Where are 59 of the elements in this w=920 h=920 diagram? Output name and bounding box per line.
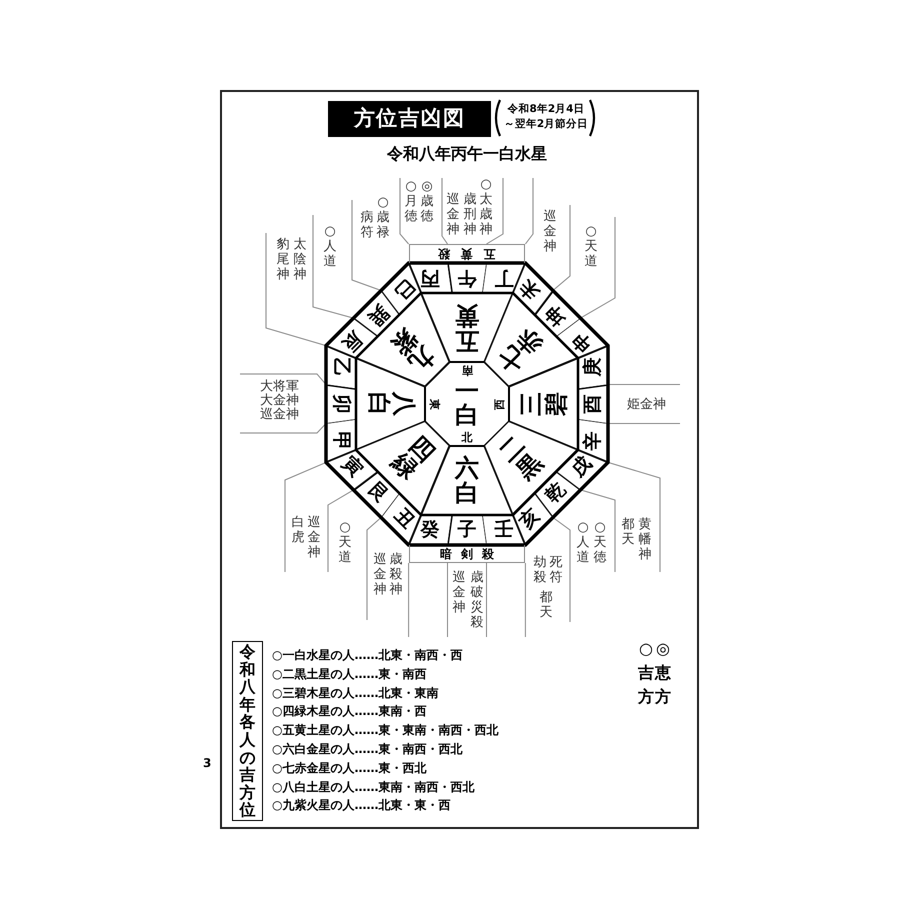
deity-label: 大金神 — [260, 394, 299, 408]
deity-label: 巡金神 — [308, 516, 320, 561]
deity-label: 災殺 — [470, 601, 484, 631]
deity-label: 巡金神 — [452, 571, 466, 616]
list-item: ○二黒土星の人……東・南西 — [272, 668, 426, 680]
deity-label: 巡金神 — [446, 193, 460, 238]
deity-label: 姫金神 — [627, 398, 666, 412]
deity-label: ○人道 — [324, 225, 336, 270]
deity-label: 巡金神 — [260, 408, 299, 422]
direction-cell: 午 — [448, 263, 486, 293]
deity-label: 歳刑神 — [464, 193, 476, 238]
deity-label: 死符 — [550, 556, 562, 586]
star-name: 一白 — [455, 379, 479, 427]
direction-label: 東 — [429, 398, 440, 410]
page-number: 3 — [203, 757, 212, 769]
band-box: 五黄殺 — [408, 244, 526, 263]
direction-label: 西 — [494, 398, 505, 410]
direction-label: 南 — [462, 365, 472, 376]
direction-label: 北 — [462, 432, 472, 443]
deity-label: 都天 — [540, 591, 552, 621]
heading-box: 令和八年各人の吉方位 — [232, 641, 263, 821]
deity-label: ◎歳徳 — [420, 180, 434, 225]
deity-label: 黄幡神 — [638, 518, 652, 563]
band-box: 暗剣殺 — [408, 545, 526, 563]
deity-label: ○歳禄 — [376, 196, 390, 241]
subtitle: 令和八年丙午一白水星 — [386, 146, 548, 162]
deity-label: ○天徳 — [594, 521, 606, 566]
list-item: ○六白金星の人……東・南西・西北 — [272, 743, 462, 755]
direction-cell: 卯 — [326, 384, 356, 424]
deity-label: 巡金神 — [374, 553, 386, 598]
deity-label: 歳殺神 — [390, 553, 402, 598]
deity-label: 豹尾神 — [276, 238, 290, 283]
list-item: ○八白土星の人……東南・南西・西北 — [272, 780, 474, 793]
deity-label: ○太歳神 — [480, 178, 492, 238]
list-item: ○一白水星の人……北東・南西・西 — [272, 649, 462, 661]
deity-label: 病符 — [360, 211, 374, 241]
list-item: ○七赤金星の人……東・西北 — [272, 762, 426, 774]
list-item: ○九紫火星の人……北東・東・西 — [272, 799, 450, 812]
deity-label: ○天道 — [584, 225, 598, 270]
deity-label: 大将軍 — [260, 380, 299, 394]
deity-label: 都天 — [622, 518, 634, 548]
deity-label: 劫殺 — [534, 556, 546, 586]
legend-entry: ◎恵方 — [655, 638, 671, 708]
direction-cell: 酉 — [578, 384, 608, 424]
deity-label: ○天道 — [338, 521, 352, 566]
title-banner: 方位吉凶図 — [328, 101, 491, 137]
deity-label: 巡金神 — [544, 210, 556, 255]
direction-cell: 子 — [448, 515, 486, 545]
list-item: ○五黄土星の人……東・東南・南西・西北 — [272, 724, 498, 736]
date-range: ～翌年2月節分日 — [503, 119, 589, 130]
deity-label: 歳破 — [470, 571, 484, 600]
date-range: 令和8年2月4日 — [506, 104, 586, 114]
legend-entry: ○吉方 — [638, 638, 654, 708]
deity-label: ○月徳 — [404, 180, 418, 225]
deity-label: 白虎 — [292, 516, 304, 546]
deity-label: 太陰神 — [294, 238, 306, 283]
list-item: ○三碧木星の人……北東・東南 — [272, 686, 438, 699]
list-item: ○四緑木星の人……東南・西 — [272, 705, 426, 718]
deity-label: ○人道 — [576, 521, 590, 566]
